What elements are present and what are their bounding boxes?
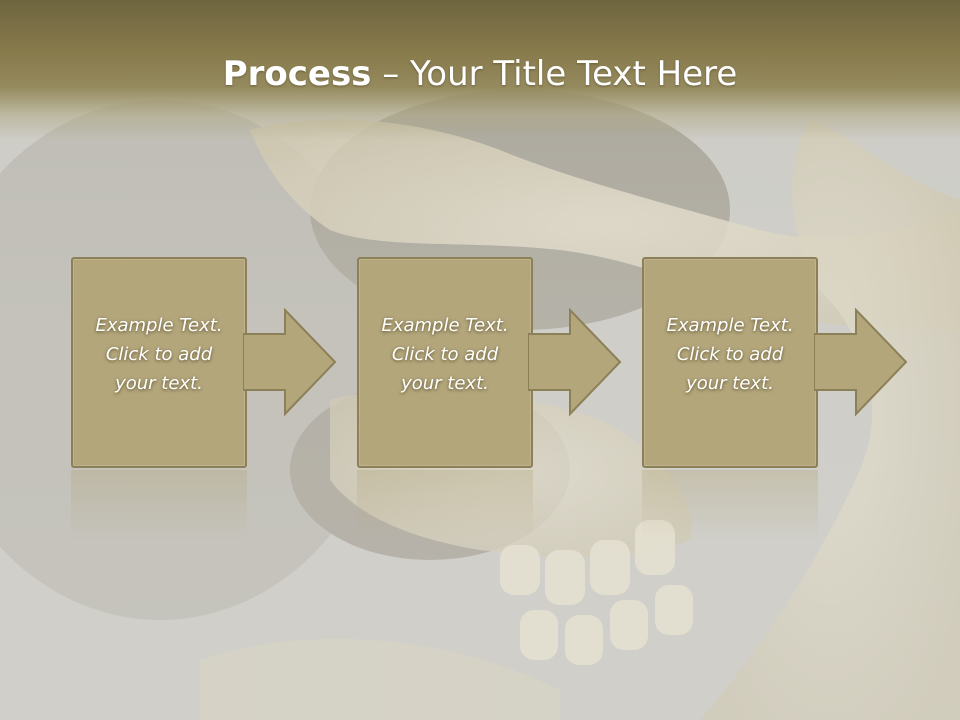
step-reflection	[71, 470, 247, 540]
process-step-3[interactable]: Example Text. Click to add your text.	[642, 257, 818, 468]
arrow-right-icon	[528, 308, 622, 416]
step-line-1: Example Text.	[666, 315, 794, 336]
step-line-2: Click to add	[391, 344, 499, 365]
step-line-2: Click to add	[676, 344, 784, 365]
step-line-3: your text.	[115, 373, 203, 394]
step-line-3: your text.	[401, 373, 489, 394]
step-text[interactable]: Example Text. Click to add your text.	[644, 311, 816, 398]
step-reflection	[642, 470, 818, 540]
title-band	[0, 0, 960, 140]
step-reflection	[357, 470, 533, 540]
process-step-1[interactable]: Example Text. Click to add your text.	[71, 257, 247, 468]
arrow-right-icon	[814, 308, 908, 416]
process-step-2[interactable]: Example Text. Click to add your text.	[357, 257, 533, 468]
title-rest: – Your Title Text Here	[371, 54, 738, 94]
step-line-3: your text.	[686, 373, 774, 394]
step-text[interactable]: Example Text. Click to add your text.	[73, 311, 245, 398]
slide-title[interactable]: Process – Your Title Text Here	[0, 50, 960, 98]
step-line-2: Click to add	[105, 344, 213, 365]
step-line-1: Example Text.	[381, 315, 509, 336]
step-text[interactable]: Example Text. Click to add your text.	[359, 311, 531, 398]
arrow-right-icon	[243, 308, 337, 416]
step-line-1: Example Text.	[95, 315, 223, 336]
title-bold: Process	[222, 54, 372, 94]
